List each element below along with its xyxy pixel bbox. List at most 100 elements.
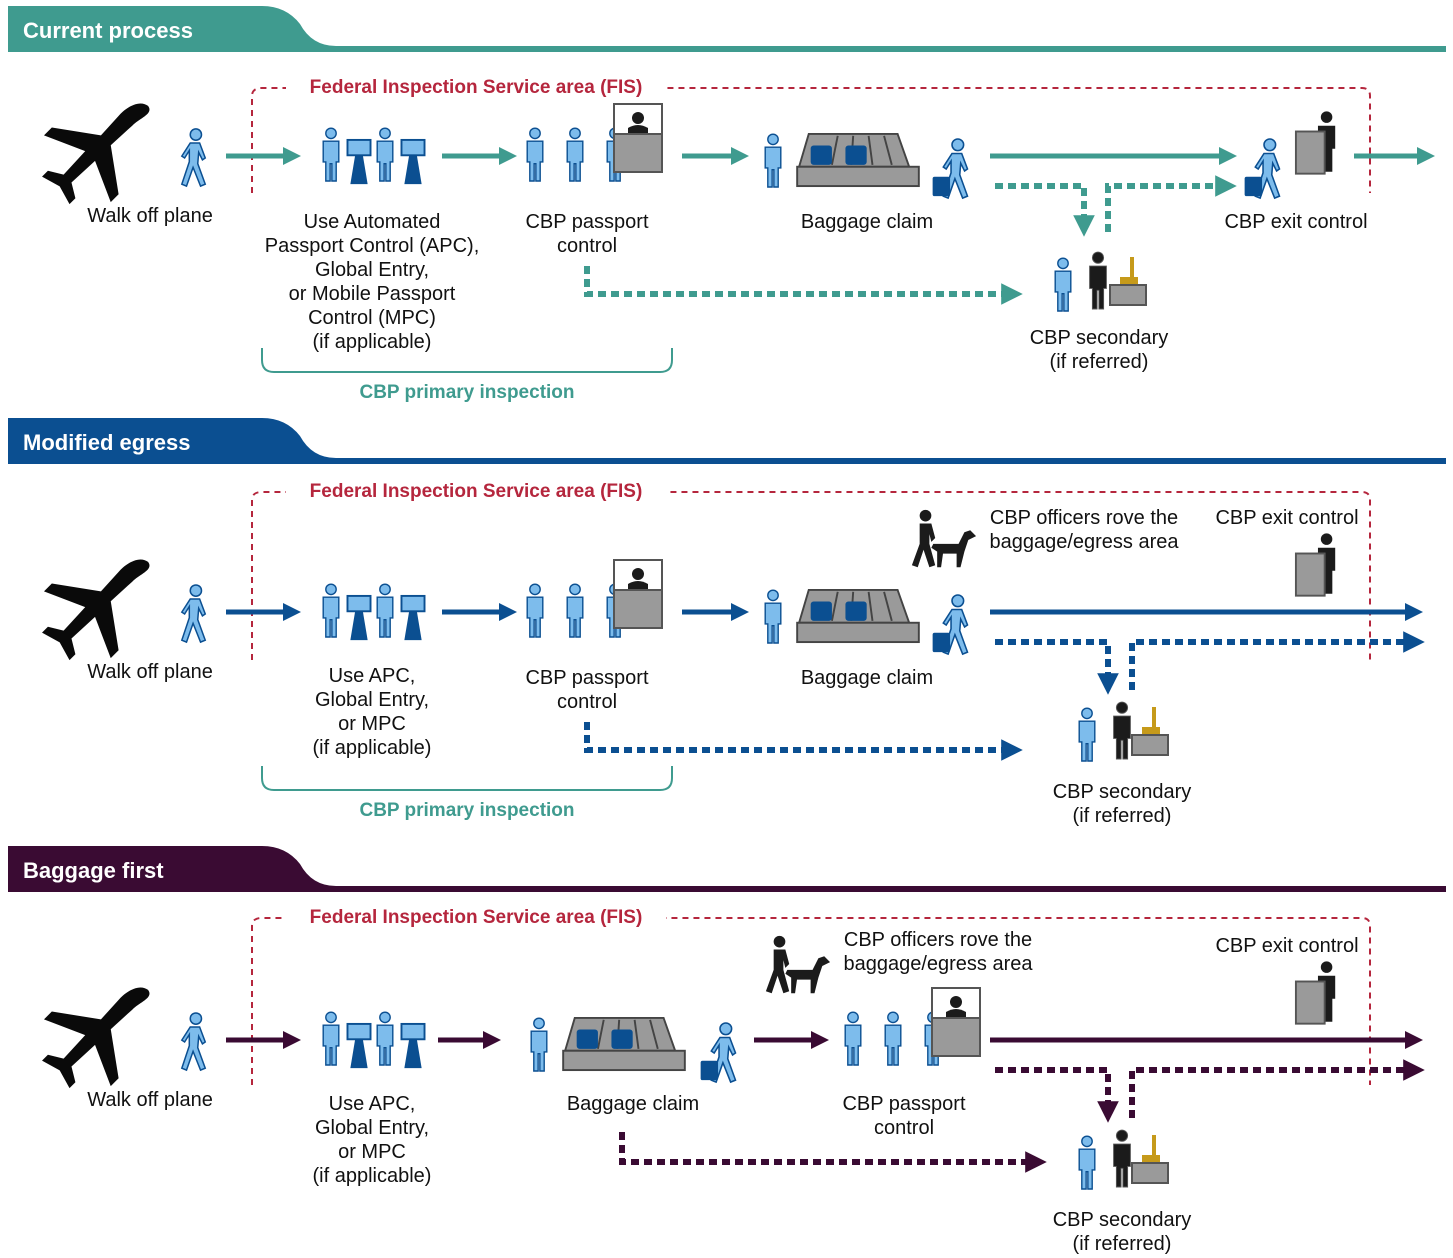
exit-label: CBP exit control: [1224, 211, 1367, 233]
traveler-icon: [526, 127, 544, 182]
traveler-icon: [376, 1011, 394, 1066]
traveler-with-bag-icon: [931, 138, 969, 199]
fis-label: Federal Inspection Service area (FIS): [310, 907, 643, 928]
traveler-with-bag-icon: [699, 1022, 737, 1083]
primary-inspection-label: CBP primary inspection: [359, 382, 574, 403]
secondary-label: CBP secondary: [1053, 781, 1192, 803]
rove-label: baggage/egress area: [989, 531, 1179, 553]
section-title: Modified egress: [23, 430, 190, 455]
traveler-icon: [526, 583, 544, 638]
referral-arrow: [584, 266, 1023, 305]
fis-label: Federal Inspection Service area (FIS): [310, 77, 643, 98]
fis-label-bg: [286, 478, 666, 504]
apc-label: or Mobile Passport: [289, 283, 456, 305]
passport-label: control: [557, 235, 617, 257]
baggage-label: Baggage claim: [801, 211, 933, 233]
traveler-icon: [1078, 707, 1096, 762]
walk-off-label: Walk off plane: [87, 205, 213, 227]
apc-label: Use APC,: [329, 665, 416, 687]
walking-person-icon: [181, 584, 207, 643]
apc-label: Passport Control (APC),: [265, 235, 480, 257]
kiosk-icon: [400, 138, 426, 186]
primary-bracket: [261, 766, 673, 791]
primary-bracket: [261, 348, 673, 373]
fis-label: Federal Inspection Service area (FIS): [310, 481, 643, 502]
traveler-with-bag-icon: [1243, 138, 1281, 199]
apc-label: Global Entry,: [315, 259, 429, 281]
rove-label: CBP officers rove the: [844, 929, 1032, 951]
section-title: Current process: [23, 18, 193, 43]
secondary-desk-icon: [1130, 706, 1170, 757]
baggage-carousel-icon: [796, 588, 920, 644]
exit-label: CBP exit control: [1215, 935, 1358, 957]
baggage-label: Baggage claim: [567, 1093, 699, 1115]
section-header-tab: [8, 6, 1446, 52]
traveler-icon: [844, 1011, 862, 1066]
passport-booth-icon: [931, 987, 981, 1057]
passport-label: control: [557, 691, 617, 713]
secondary-desk-icon: [1108, 256, 1148, 307]
apc-label: Use Automated: [304, 211, 441, 233]
passport-label: CBP passport: [525, 667, 648, 689]
apc-label: or MPC: [338, 713, 406, 735]
section-header-tab: [8, 846, 1446, 892]
apc-label: Use APC,: [329, 1093, 416, 1115]
baggage-label: Baggage claim: [801, 667, 933, 689]
referral-arrow: [619, 1132, 1047, 1173]
return-arrow: [1129, 631, 1425, 690]
officer-icon: [1113, 701, 1131, 760]
fis-label-bg: [286, 904, 666, 930]
exit-control-icon: [1294, 960, 1337, 1025]
traveler-icon: [322, 583, 340, 638]
traveler-icon: [322, 1011, 340, 1066]
traveler-icon: [884, 1011, 902, 1066]
walk-off-label: Walk off plane: [87, 1089, 213, 1111]
exit-label: CBP exit control: [1215, 507, 1358, 529]
traveler-with-bag-icon: [931, 594, 969, 655]
fis-label-bg: [286, 74, 666, 100]
traveler-icon: [1054, 257, 1072, 312]
apc-label: Global Entry,: [315, 689, 429, 711]
apc-label: or MPC: [338, 1141, 406, 1163]
traveler-icon: [764, 133, 782, 188]
airplane-icon: [42, 103, 150, 205]
apc-label: (if applicable): [313, 1165, 432, 1187]
secondary-label: CBP secondary: [1053, 1209, 1192, 1231]
walking-person-icon: [181, 128, 207, 187]
secondary-desk-icon: [1130, 1134, 1170, 1185]
exit-control-icon: [1294, 532, 1337, 597]
kiosk-icon: [346, 138, 372, 186]
passport-label: CBP passport: [842, 1093, 965, 1115]
walk-off-label: Walk off plane: [87, 661, 213, 683]
primary-inspection-label: CBP primary inspection: [359, 800, 574, 821]
referral-arrow: [584, 722, 1023, 761]
traveler-icon: [764, 589, 782, 644]
exit-control-icon: [1294, 110, 1337, 175]
referral-arrow: [995, 183, 1095, 237]
apc-label: (if applicable): [313, 331, 432, 353]
rove-label: CBP officers rove the: [990, 507, 1178, 529]
officer-dog-icon: [911, 509, 977, 568]
kiosk-icon: [400, 1022, 426, 1070]
passport-label: control: [874, 1117, 934, 1139]
section-title: Baggage first: [23, 858, 164, 883]
officer-icon: [1113, 1129, 1131, 1188]
airplane-icon: [42, 559, 150, 661]
rove-label: baggage/egress area: [843, 953, 1033, 975]
referral-arrow: [995, 1067, 1119, 1123]
return-arrow: [1129, 1059, 1425, 1118]
baggage-carousel-icon: [796, 132, 920, 188]
officer-dog-icon: [765, 935, 831, 994]
kiosk-icon: [346, 1022, 372, 1070]
secondary-label: (if referred): [1073, 805, 1172, 827]
kiosk-icon: [400, 594, 426, 642]
referral-arrow: [995, 639, 1119, 695]
traveler-icon: [376, 583, 394, 638]
fis-boundary: [251, 87, 1371, 193]
section-header-tab: [8, 418, 1446, 464]
apc-label: Global Entry,: [315, 1117, 429, 1139]
